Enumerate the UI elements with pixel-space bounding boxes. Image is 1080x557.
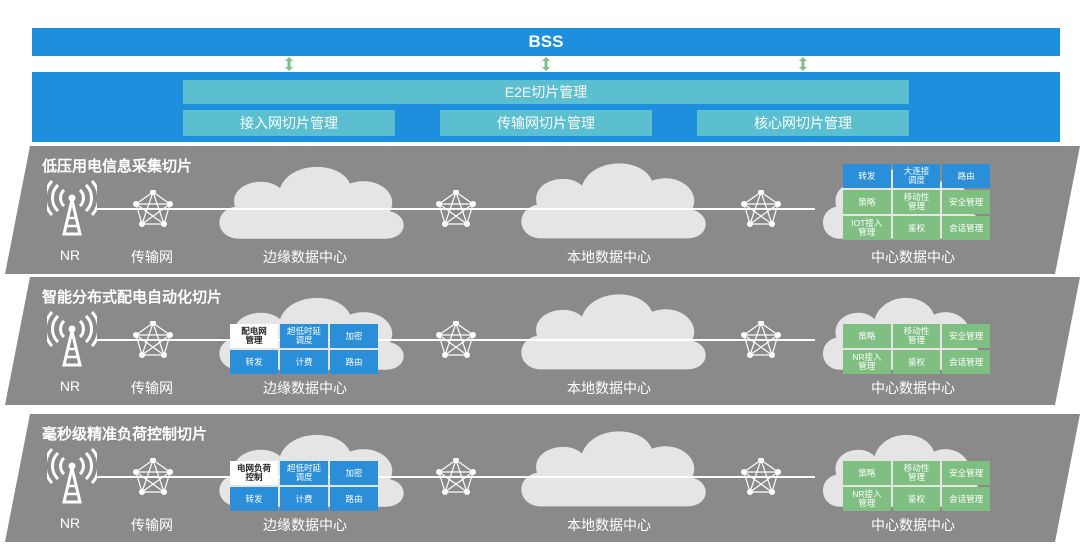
function-cell: 策略 (843, 461, 891, 485)
function-cell: NR接入 管理 (843, 350, 891, 374)
transport-network-label: 传输网 (131, 249, 173, 265)
slice-band: 毫秒级精准负荷控制切片 NR 传输网 边缘数据中心 本地数据中心 中心数据中心 电网负荷 控… (0, 414, 1080, 542)
function-cell: 路由 (330, 487, 378, 511)
function-cell: 会话管理 (942, 487, 990, 511)
slice-band: 智能分布式配电自动化切片 NR 传输网 边缘数据中心 本地数据中心 中心数据中心 配电网 管… (0, 277, 1080, 405)
function-cell: 加密 (330, 324, 378, 348)
center-dc-label: 中心数据中心 (871, 249, 955, 265)
function-cell: 大连接 调度 (892, 164, 941, 188)
function-cell: 计费 (280, 350, 328, 374)
network-node-icon (436, 457, 476, 501)
function-cell: 加密 (330, 461, 378, 485)
double-arrow-icon (799, 57, 807, 71)
function-cell: 会话管理 (942, 216, 990, 240)
cloud-icon (512, 283, 712, 384)
function-cell: 移动性 管理 (892, 190, 941, 214)
local-dc-label: 本地数据中心 (567, 380, 651, 396)
network-node-icon (436, 189, 476, 233)
function-cell: IOT接入 管理 (843, 216, 891, 240)
function-cell: 转发 (230, 350, 278, 374)
function-cell: 移动性 管理 (892, 461, 941, 485)
nr-label: NR (59, 247, 81, 263)
core-slice-management: 核心网切片管理 (697, 110, 909, 136)
transport-network-label: 传输网 (131, 517, 173, 533)
center-function-grid: 策略移动性 管理安全管理 NR接入 管理鉴权会话管理 (843, 461, 990, 511)
center-function-grid: 转发大连接 调度路由策略移动性 管理安全管理 IOT接入 管理鉴权会话管理 (843, 164, 990, 240)
network-node-icon (133, 189, 173, 233)
function-cell: 路由 (942, 164, 990, 188)
function-cell: 鉴权 (892, 350, 941, 374)
edge-function-grid: 电网负荷 控制超低时延 调度加密转发计费路由 (230, 461, 378, 511)
double-arrow-icon (285, 57, 293, 71)
network-node-icon (741, 320, 781, 364)
e2e-slice-management: E2E切片管理 (183, 80, 909, 104)
local-dc-label: 本地数据中心 (567, 249, 651, 265)
function-cell: 鉴权 (892, 487, 941, 511)
function-cell: 转发 (843, 164, 891, 188)
cloud-icon (210, 156, 410, 253)
local-dc-label: 本地数据中心 (567, 517, 651, 533)
center-dc-label: 中心数据中心 (871, 517, 955, 533)
nr-label: NR (59, 515, 81, 531)
slice-title: 智能分布式配电自动化切片 (42, 289, 223, 306)
slice-title: 毫秒级精准负荷控制切片 (42, 426, 208, 443)
nr-label: NR (59, 378, 81, 394)
transport-slice-management: 传输网切片管理 (440, 110, 652, 136)
center-dc-label: 中心数据中心 (871, 380, 955, 396)
connection-line (95, 208, 815, 210)
function-cell: 超低时延 调度 (280, 324, 328, 348)
cloud-icon (512, 152, 712, 253)
connection-line (95, 339, 815, 341)
function-cell: 策略 (843, 190, 891, 214)
bss-bar: BSS (32, 28, 1060, 56)
antenna-icon (43, 447, 101, 511)
edge-dc-label: 边缘数据中心 (263, 249, 347, 265)
function-cell: 计费 (280, 487, 328, 511)
network-node-icon (133, 320, 173, 364)
cloud-icon (512, 420, 712, 521)
function-cell: 安全管理 (942, 461, 990, 485)
access-slice-management: 接入网切片管理 (183, 110, 395, 136)
network-node-icon (436, 320, 476, 364)
function-cell: 鉴权 (892, 216, 941, 240)
antenna-icon (43, 179, 101, 243)
edge-dc-label: 边缘数据中心 (263, 517, 347, 533)
center-function-grid: 策略移动性 管理安全管理 NR接入 管理鉴权会话管理 (843, 324, 990, 374)
function-cell: 配电网 管理 (230, 324, 278, 348)
function-cell: 超低时延 调度 (280, 461, 328, 485)
function-cell: 会话管理 (942, 350, 990, 374)
network-node-icon (741, 189, 781, 233)
edge-function-grid: 配电网 管理超低时延 调度加密转发计费路由 (230, 324, 378, 374)
function-cell: 安全管理 (942, 190, 990, 214)
function-cell: NR接入 管理 (843, 487, 891, 511)
antenna-icon (43, 310, 101, 374)
network-node-icon (741, 457, 781, 501)
function-cell: 安全管理 (942, 324, 990, 348)
double-arrow-icon (542, 57, 550, 71)
connection-line (95, 476, 815, 478)
edge-dc-label: 边缘数据中心 (263, 380, 347, 396)
slice-title: 低压用电信息采集切片 (42, 158, 193, 175)
network-node-icon (133, 457, 173, 501)
function-cell: 路由 (330, 350, 378, 374)
function-cell: 转发 (230, 487, 278, 511)
transport-network-label: 传输网 (131, 380, 173, 396)
function-cell: 移动性 管理 (892, 324, 941, 348)
function-cell: 电网负荷 控制 (230, 461, 278, 485)
slice-band: 低压用电信息采集切片 NR 传输网 边缘数据中心 本地数据中心 中心数据中心 转发大连接 调… (0, 146, 1080, 274)
function-cell: 策略 (843, 324, 891, 348)
